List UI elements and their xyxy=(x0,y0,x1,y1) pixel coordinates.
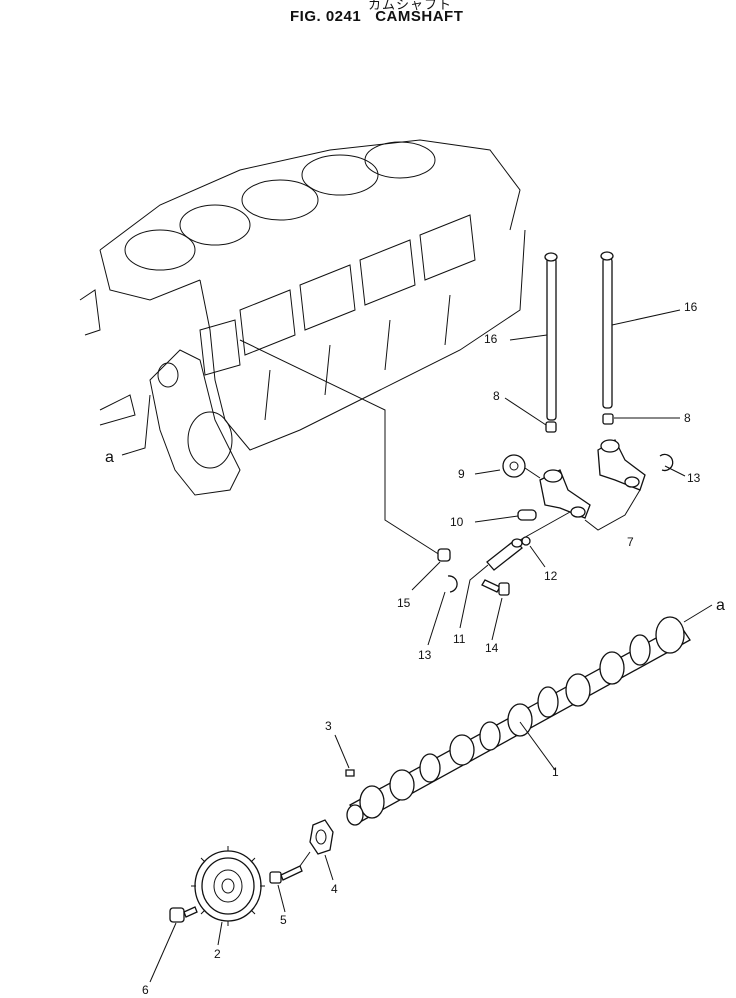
roller-part-9 xyxy=(474,454,541,479)
callout-a-left: a xyxy=(105,449,114,466)
snap-ring-right xyxy=(659,453,686,477)
cap-right xyxy=(602,413,614,425)
callout-13-left: 13 xyxy=(418,648,432,662)
callout-10: 10 xyxy=(450,515,464,529)
callout-7: 7 xyxy=(627,535,634,549)
plug-part-15 xyxy=(411,548,451,591)
bolt-part-5 xyxy=(269,851,311,913)
callout-12: 12 xyxy=(544,569,558,583)
callout-15: 15 xyxy=(397,596,411,610)
cap-left xyxy=(545,421,557,433)
bolt-part-6 xyxy=(149,906,198,983)
callout-1: 1 xyxy=(552,765,559,779)
callout-3: 3 xyxy=(325,719,332,733)
gear-part-2 xyxy=(191,846,265,946)
bolt-part-14 xyxy=(481,579,510,641)
diagram-title: FIG. 0241 CAMSHAFT xyxy=(290,8,464,25)
engine-block xyxy=(79,139,526,556)
thrust-plate-part-4 xyxy=(309,819,334,881)
push-rod-right xyxy=(600,251,614,409)
tappet-lever-right xyxy=(597,439,646,491)
snap-ring-left xyxy=(427,575,458,646)
callout-8-right: 8 xyxy=(684,411,691,425)
pin-part-10 xyxy=(474,509,537,523)
callout-16-left: 16 xyxy=(484,332,498,346)
callout-5: 5 xyxy=(280,913,287,927)
callout-4: 4 xyxy=(331,882,338,896)
callout-9: 9 xyxy=(458,467,465,481)
callout-14: 14 xyxy=(485,641,499,655)
callout-2: 2 xyxy=(214,947,221,961)
diagram-subtitle-jp: カムシャフト xyxy=(368,0,453,13)
push-rod-left xyxy=(544,252,558,421)
camshaft-part-1 xyxy=(346,604,713,826)
ball-part-12 xyxy=(521,536,546,568)
callout-13-right: 13 xyxy=(687,471,701,485)
callout-16-right: 16 xyxy=(684,300,698,314)
key-part-3 xyxy=(334,734,355,777)
callout-6: 6 xyxy=(142,983,149,997)
callout-11: 11 xyxy=(453,632,466,646)
tappet-lever-left xyxy=(539,469,591,519)
callout-8-left: 8 xyxy=(493,389,500,403)
callout-a-top: a xyxy=(716,597,725,614)
